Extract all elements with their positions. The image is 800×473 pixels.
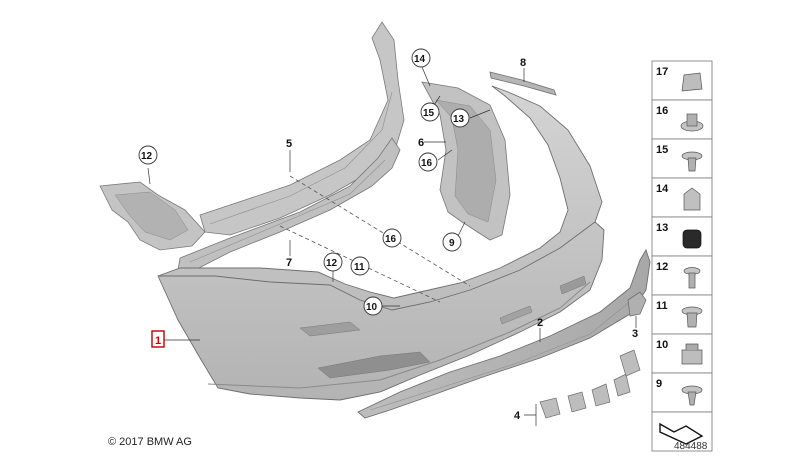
fastener-icon [683, 267, 701, 289]
wedge-symbol-icon [659, 422, 704, 445]
part-label-6: 6 [418, 137, 424, 149]
callout-10: 10 [363, 296, 383, 316]
legend-cell-13: 13 [651, 216, 713, 257]
legend-number: 9 [656, 378, 662, 390]
legend-cell-16: 16 [651, 99, 713, 140]
legend-cell-11: 11 [651, 294, 713, 335]
part-label-1-box [151, 330, 165, 348]
legend-number: 11 [656, 300, 668, 312]
legend-number: 16 [656, 105, 668, 117]
legend-cell-9: 9 [651, 372, 713, 413]
legend-cell-14: 14 [651, 177, 713, 218]
part-label-4: 4 [514, 410, 521, 422]
callout-13: 13 [450, 108, 470, 128]
svg-text:9: 9 [449, 238, 455, 249]
legend-number: 14 [656, 183, 669, 195]
callout-9: 9 [442, 232, 462, 252]
legend-number: 12 [656, 261, 668, 273]
callout-12-left: 12 [138, 145, 158, 165]
part-label-2: 2 [537, 317, 543, 329]
legend-cell-15: 15 [651, 138, 713, 179]
fastener-icon [681, 385, 703, 406]
callout-12-center: 12 [323, 252, 343, 272]
small-holders-group [539, 349, 641, 419]
legend-cell-10: 10 [651, 333, 713, 374]
legend-cell-12: 12 [651, 255, 713, 296]
leader-lines [147, 66, 637, 426]
callout-15: 15 [420, 102, 440, 122]
fastener-icon [681, 343, 703, 365]
part-label-3: 3 [632, 328, 638, 340]
fastener-icon [681, 306, 703, 328]
legend-number: 10 [656, 339, 668, 351]
small-bracket-part [627, 291, 647, 317]
part-label-7: 7 [286, 257, 292, 269]
fastener-icon [681, 72, 703, 92]
lower-carrier-part [177, 137, 401, 271]
assembly-guide-lines [279, 175, 471, 303]
svg-text:13: 13 [453, 114, 465, 125]
part-label-5: 5 [286, 138, 292, 150]
copyright-text: © 2017 BMW AG [108, 436, 192, 448]
legend-number: 13 [656, 222, 668, 234]
legend-number: 17 [656, 66, 668, 78]
svg-text:12: 12 [326, 258, 338, 269]
svg-text:15: 15 [423, 108, 435, 119]
diffuser-part [357, 248, 651, 419]
diagram-reference-number: 484488 [674, 441, 708, 452]
svg-text:12: 12 [141, 151, 153, 162]
legend-cell-17: 17 [651, 60, 713, 101]
legend-cell-symbol [651, 411, 713, 452]
svg-text:14: 14 [414, 54, 426, 65]
fastener-legend: 17 16 15 14 13 12 11 10 9 [651, 60, 713, 452]
svg-text:16: 16 [421, 158, 433, 169]
callout-16-dashed: 16 [382, 228, 402, 248]
svg-text:16: 16 [385, 234, 397, 245]
legend-number: 15 [656, 144, 668, 156]
callout-14: 14 [411, 48, 431, 68]
fastener-icon [680, 113, 704, 132]
svg-text:11: 11 [354, 262, 365, 273]
fastener-icon [681, 151, 703, 172]
part-label-8: 8 [520, 57, 526, 69]
svg-text:10: 10 [366, 302, 378, 313]
callout-16-upper: 16 [418, 152, 438, 172]
upper-carrier-part [199, 21, 405, 236]
trim-strip-part [489, 71, 557, 96]
part-label-1: 1 [155, 335, 161, 347]
fastener-icon [682, 229, 702, 249]
callout-11: 11 [350, 256, 370, 276]
fastener-icon [683, 187, 701, 211]
